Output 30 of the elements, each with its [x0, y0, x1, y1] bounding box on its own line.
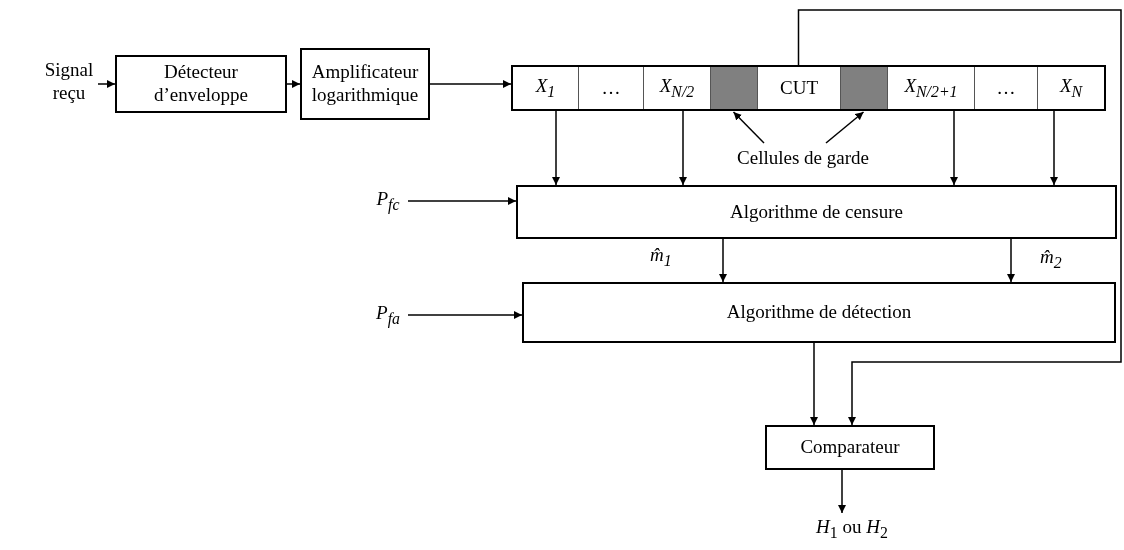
shift-register	[511, 65, 1106, 111]
arrow	[407, 197, 517, 205]
output-label: H$_{1}$ ou H$_{2}$	[800, 513, 904, 545]
parameter-label: P$_{fa}$	[368, 300, 408, 330]
annotation-text: Cellules de garde	[708, 143, 898, 173]
arrow	[732, 111, 765, 144]
parameter-label: P$_{fc}$	[368, 186, 408, 216]
register-cell: …	[578, 67, 643, 109]
register-cell: X$_{N/2+1}$	[887, 67, 974, 109]
arrow	[719, 238, 727, 283]
guard-cell	[710, 67, 757, 109]
arrow	[797, 9, 1122, 426]
input-label: Signal reçu	[40, 55, 98, 109]
arrow	[97, 80, 116, 88]
arrow	[838, 469, 846, 514]
arrow	[825, 111, 865, 144]
arrow	[286, 80, 301, 88]
register-cell: X$_{1}$	[513, 67, 578, 109]
process-box: Amplificateur logarithmique	[300, 48, 430, 120]
register-cell: …	[974, 67, 1037, 109]
arrow	[429, 80, 512, 88]
arrow	[407, 311, 523, 319]
register-cell: X$_{N}$	[1037, 67, 1104, 109]
arrow	[1007, 238, 1015, 283]
process-box: Détecteur d’enveloppe	[115, 55, 287, 113]
guard-cell	[840, 67, 887, 109]
process-box: Algorithme de détection	[522, 282, 1116, 343]
process-box: Algorithme de censure	[516, 185, 1117, 239]
process-box: Comparateur	[765, 425, 935, 470]
arrow	[810, 342, 818, 426]
